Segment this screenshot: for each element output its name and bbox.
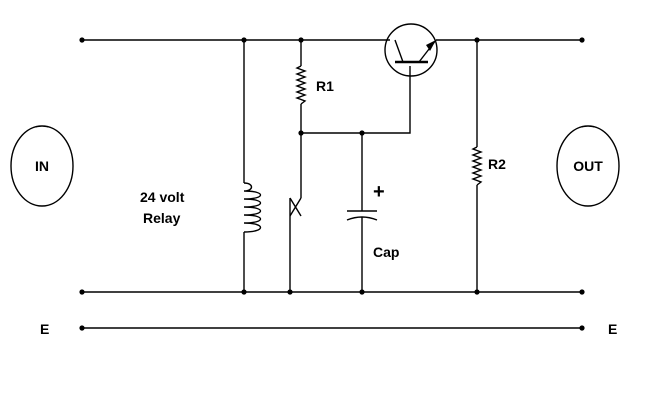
relay-label-line2: Relay [143, 210, 181, 226]
resistor1-label: R1 [316, 78, 334, 94]
relay-coil [243, 40, 262, 292]
capacitor-polarity: + [373, 181, 385, 203]
input-label: IN [35, 158, 49, 174]
output-terminal: OUT [556, 125, 620, 207]
capacitor [346, 133, 378, 292]
transistor [384, 23, 438, 77]
resistor-r1 [295, 40, 307, 133]
relay-contact-switch [289, 133, 302, 292]
resistor2-label: R2 [488, 156, 506, 172]
output-label: OUT [573, 158, 603, 174]
earth-label-left: E [40, 321, 49, 337]
capacitor-label: Cap [373, 244, 399, 260]
relay-label-line1: 24 volt [140, 189, 185, 205]
input-terminal: IN [10, 125, 74, 207]
earth-label-right: E [608, 321, 617, 337]
base-drive-wire [301, 66, 411, 134]
resistor-r2 [471, 40, 483, 292]
